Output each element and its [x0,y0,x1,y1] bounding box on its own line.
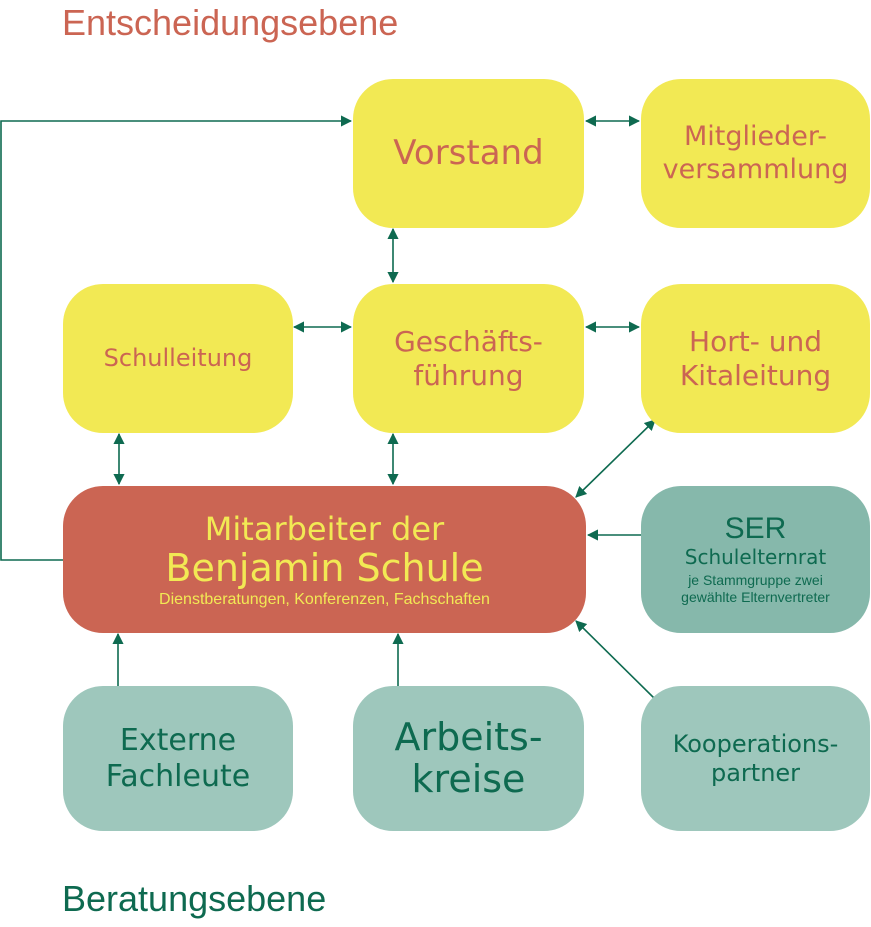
node-schulleitung-label: Schulleitung [103,344,253,373]
node-kooperation-line2: partner [710,758,801,787]
node-hort-line1: Hort- und [689,324,822,358]
node-externe-line2: Fachleute [105,758,251,794]
node-geschaeftsfuehrung-line1: Geschäfts- [394,324,543,358]
node-mitarbeiter-line3: Dienstberatungen, Konferenzen, Fachschaf… [159,591,490,608]
arrow-mitarbeiter-vorstand [0,115,353,561]
node-arbeitskreise: Arbeits- kreise [353,686,584,831]
node-mitarbeiter: Mitarbeiter der Benjamin Schule Dienstbe… [63,486,586,633]
node-mitarbeiter-line1: Mitarbeiter der [204,509,445,548]
node-arbeitskreise-line2: kreise [411,756,526,801]
node-mitglieder-line1: Mitglieder- [683,121,827,153]
node-geschaeftsfuehrung-line2: führung [413,358,524,392]
node-vorstand: Vorstand [353,79,584,228]
node-externe-fachleute: Externe Fachleute [63,686,293,831]
decision-level-heading: Entscheidungsebene [62,2,399,43]
node-ser-line1: SER [724,512,787,546]
node-ser-line4: gewählte Elternvertreter [681,588,830,605]
node-geschaeftsfuehrung: Geschäfts- führung [353,284,584,433]
arrow-kooperation-mitarbeiter [575,620,656,700]
node-externe-line1: Externe [119,722,237,758]
advisory-level-heading: Beratungsebene [62,878,327,919]
node-hort-line2: Kitaleitung [679,358,832,392]
node-vorstand-label: Vorstand [393,133,544,174]
node-arbeitskreise-line1: Arbeits- [394,714,543,759]
node-mitgliederversammlung: Mitglieder- versammlung [641,79,870,228]
arrow-hort-mitarbeiter [575,419,656,498]
node-ser: SER Schulelternrat je Stammgruppe zwei g… [641,486,870,633]
node-ser-line2: Schulelternrat [684,544,827,569]
node-hort-kitaleitung: Hort- und Kitaleitung [641,284,870,433]
node-mitarbeiter-line2: Benjamin Schule [165,546,484,591]
node-mitglieder-line2: versammlung [662,153,849,185]
node-ser-line3: je Stammgruppe zwei [688,571,823,588]
node-schulleitung: Schulleitung [63,284,293,433]
node-kooperationspartner: Kooperations- partner [641,686,870,831]
node-kooperation-line1: Kooperations- [672,729,839,758]
